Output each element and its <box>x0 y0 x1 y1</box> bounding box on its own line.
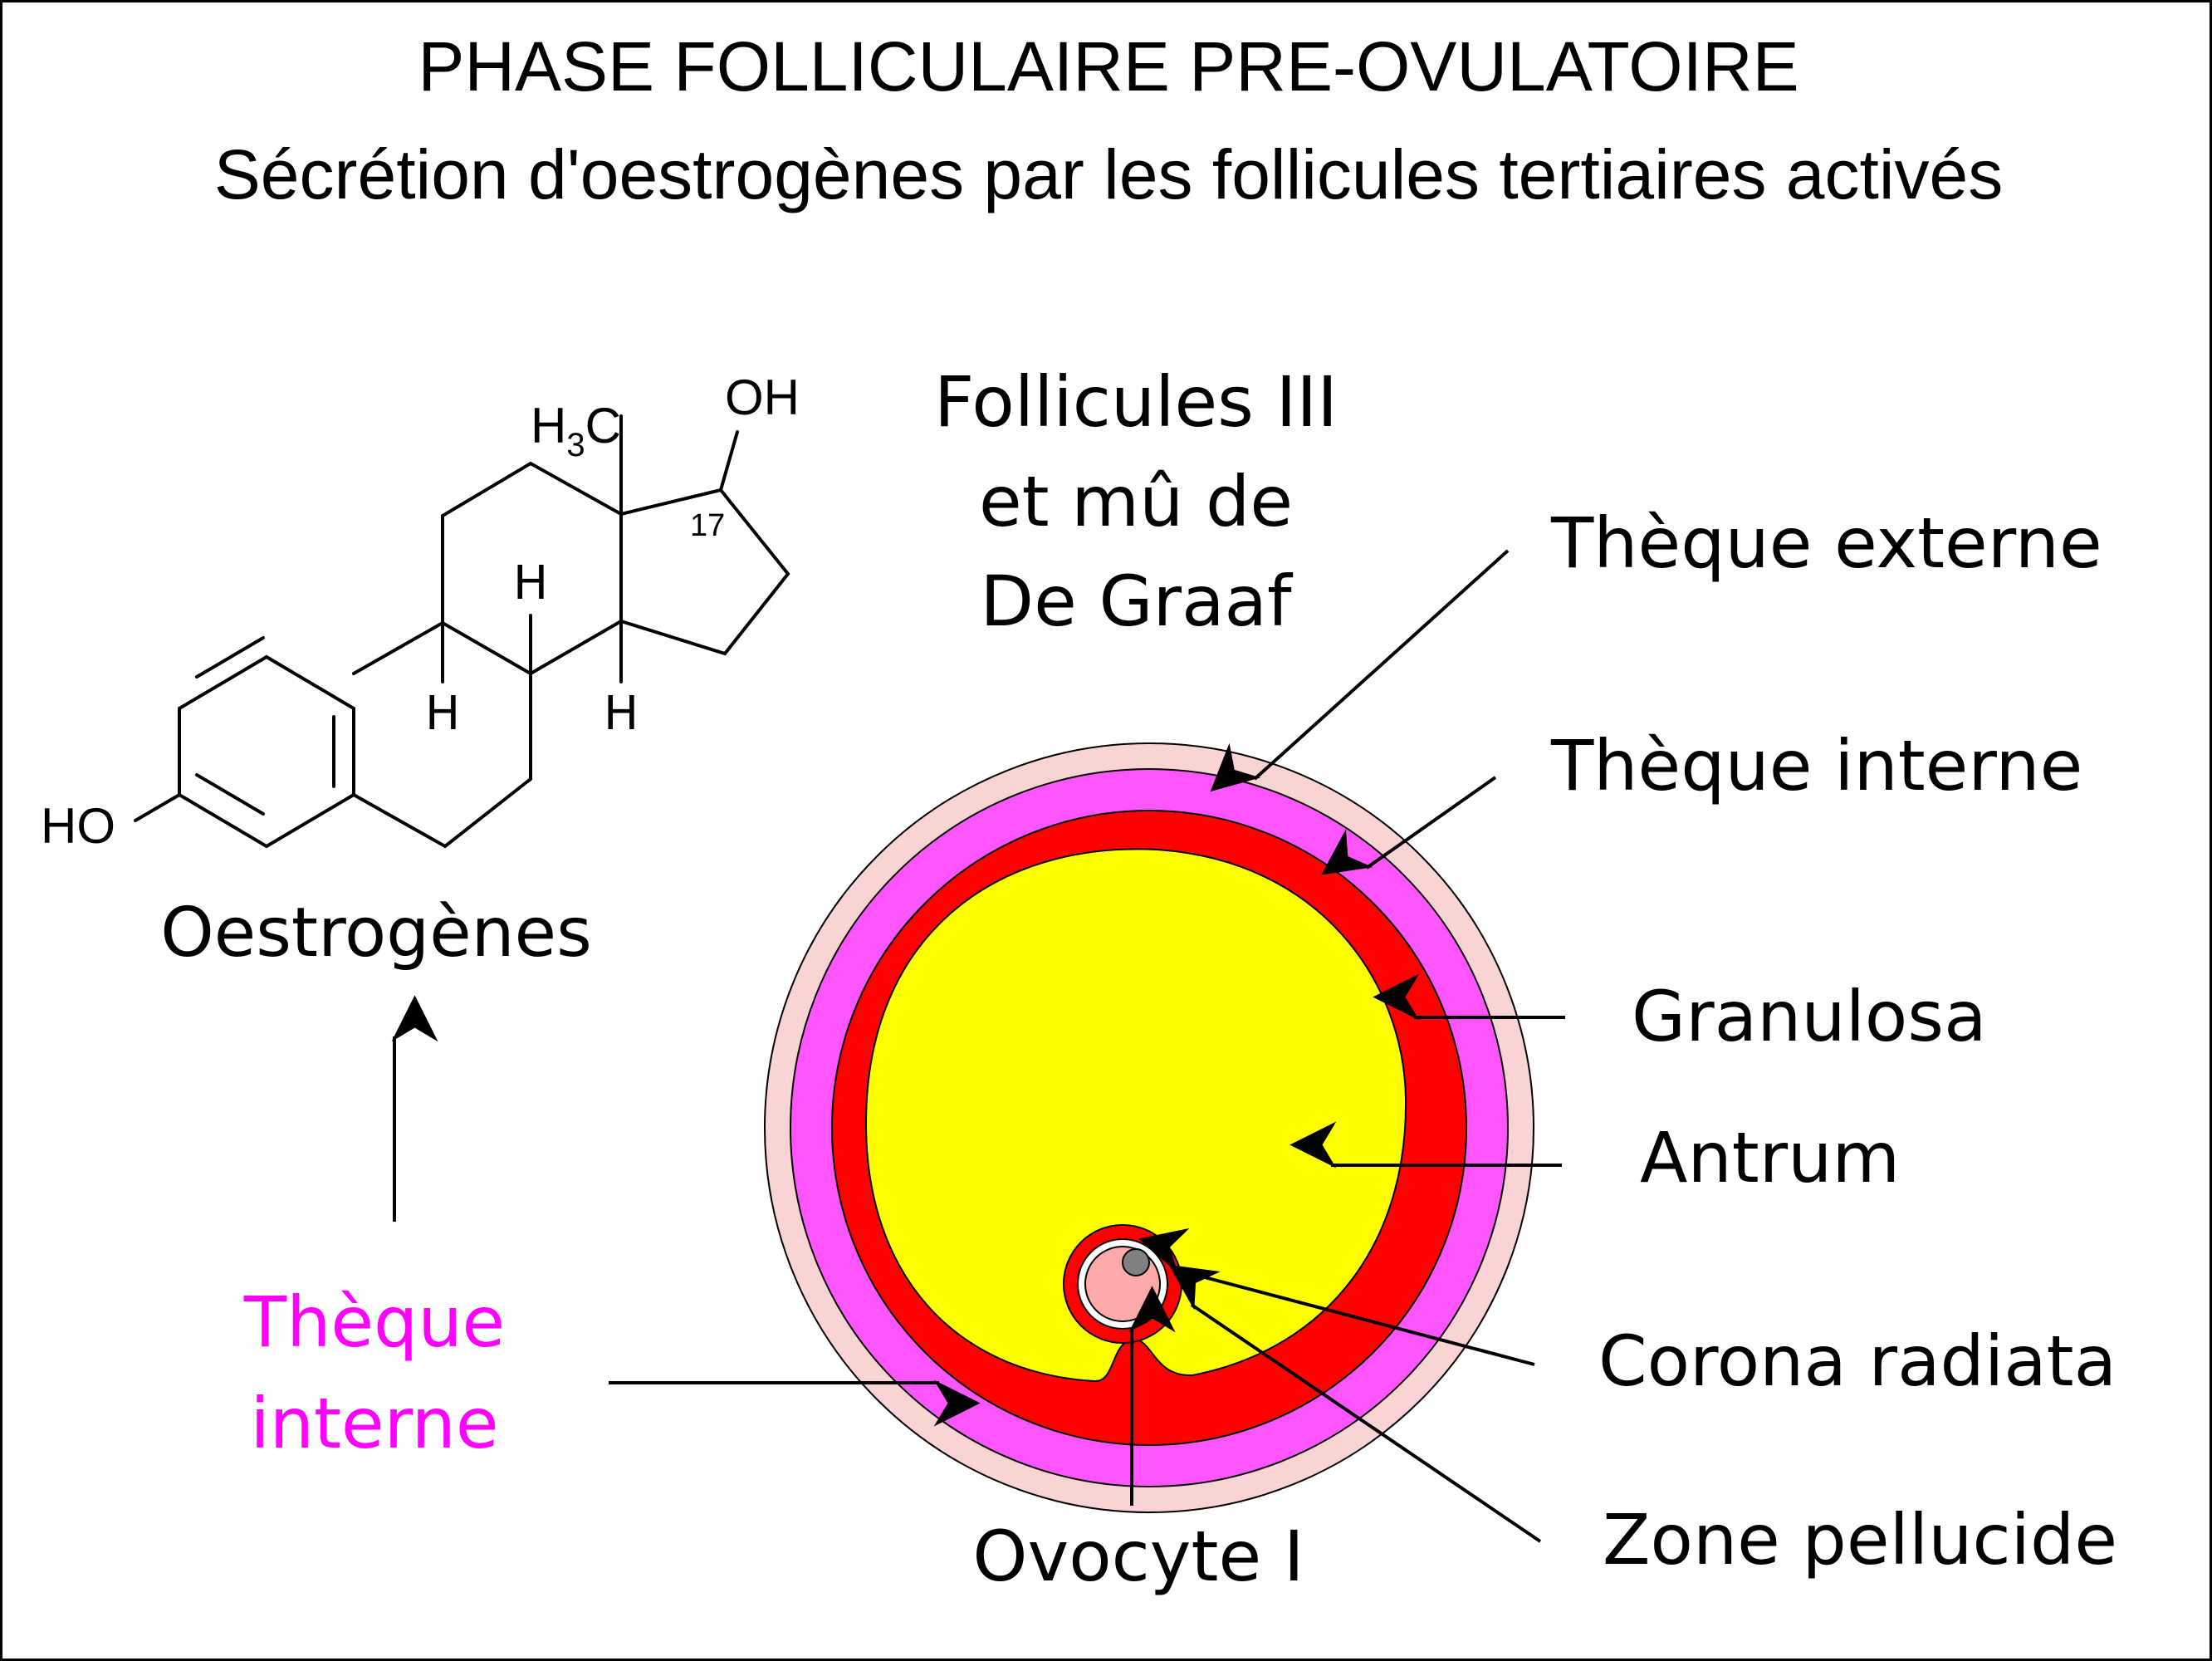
estradiol-structure: H H H OH HO 17 H3C <box>41 370 800 854</box>
page-title: PHASE FOLLICULAIRE PRE-OVULATOIRE <box>418 27 1798 105</box>
antrum-cavity <box>864 848 1407 1383</box>
methyl-c: C <box>585 398 621 453</box>
molecule-h-label: H <box>604 687 639 741</box>
molecule-h-label: H <box>425 687 460 741</box>
arrow-theque-externe <box>1210 549 1510 792</box>
label-ovocyte: Ovocyte I <box>972 1516 1304 1597</box>
follicle-heading-line3: De Graaf <box>980 561 1294 642</box>
arrow-zone-pellucide <box>1168 1264 1542 1543</box>
carbon-17-label: 17 <box>690 508 725 543</box>
label-granulosa: Granulosa <box>1632 976 1987 1057</box>
oh-label: OH <box>725 370 800 425</box>
ovocyte-nucleus <box>1122 1248 1150 1276</box>
methyl-label: H3C <box>531 398 621 463</box>
follicle-heading-line2: et mû de <box>979 461 1293 542</box>
arrow-corona-radiata <box>1138 1227 1535 1366</box>
page-subtitle: Sécrétion d'oestrogènes par les follicul… <box>214 135 2003 213</box>
label-theque-externe: Thèque externe <box>1550 502 2102 584</box>
label-zone-pellucide: Zone pellucide <box>1603 1499 2117 1580</box>
molecule-h-label: H <box>513 556 548 610</box>
methyl-h: H <box>531 398 566 453</box>
methyl-subscript: 3 <box>566 427 585 463</box>
ho-label: HO <box>41 798 115 854</box>
label-antrum: Antrum <box>1640 1117 1900 1198</box>
molecule-name: Oestrogènes <box>160 894 592 973</box>
arrow-theque-interne <box>1321 776 1497 875</box>
source-label-line1: Thèque <box>243 1281 505 1363</box>
follicle-heading-line1: Follicules III <box>934 361 1338 443</box>
follicle <box>764 742 1534 1513</box>
label-theque-interne: Thèque interne <box>1550 725 2082 806</box>
source-label-line2: interne <box>250 1383 498 1464</box>
label-corona-radiata: Corona radiata <box>1598 1320 2117 1402</box>
